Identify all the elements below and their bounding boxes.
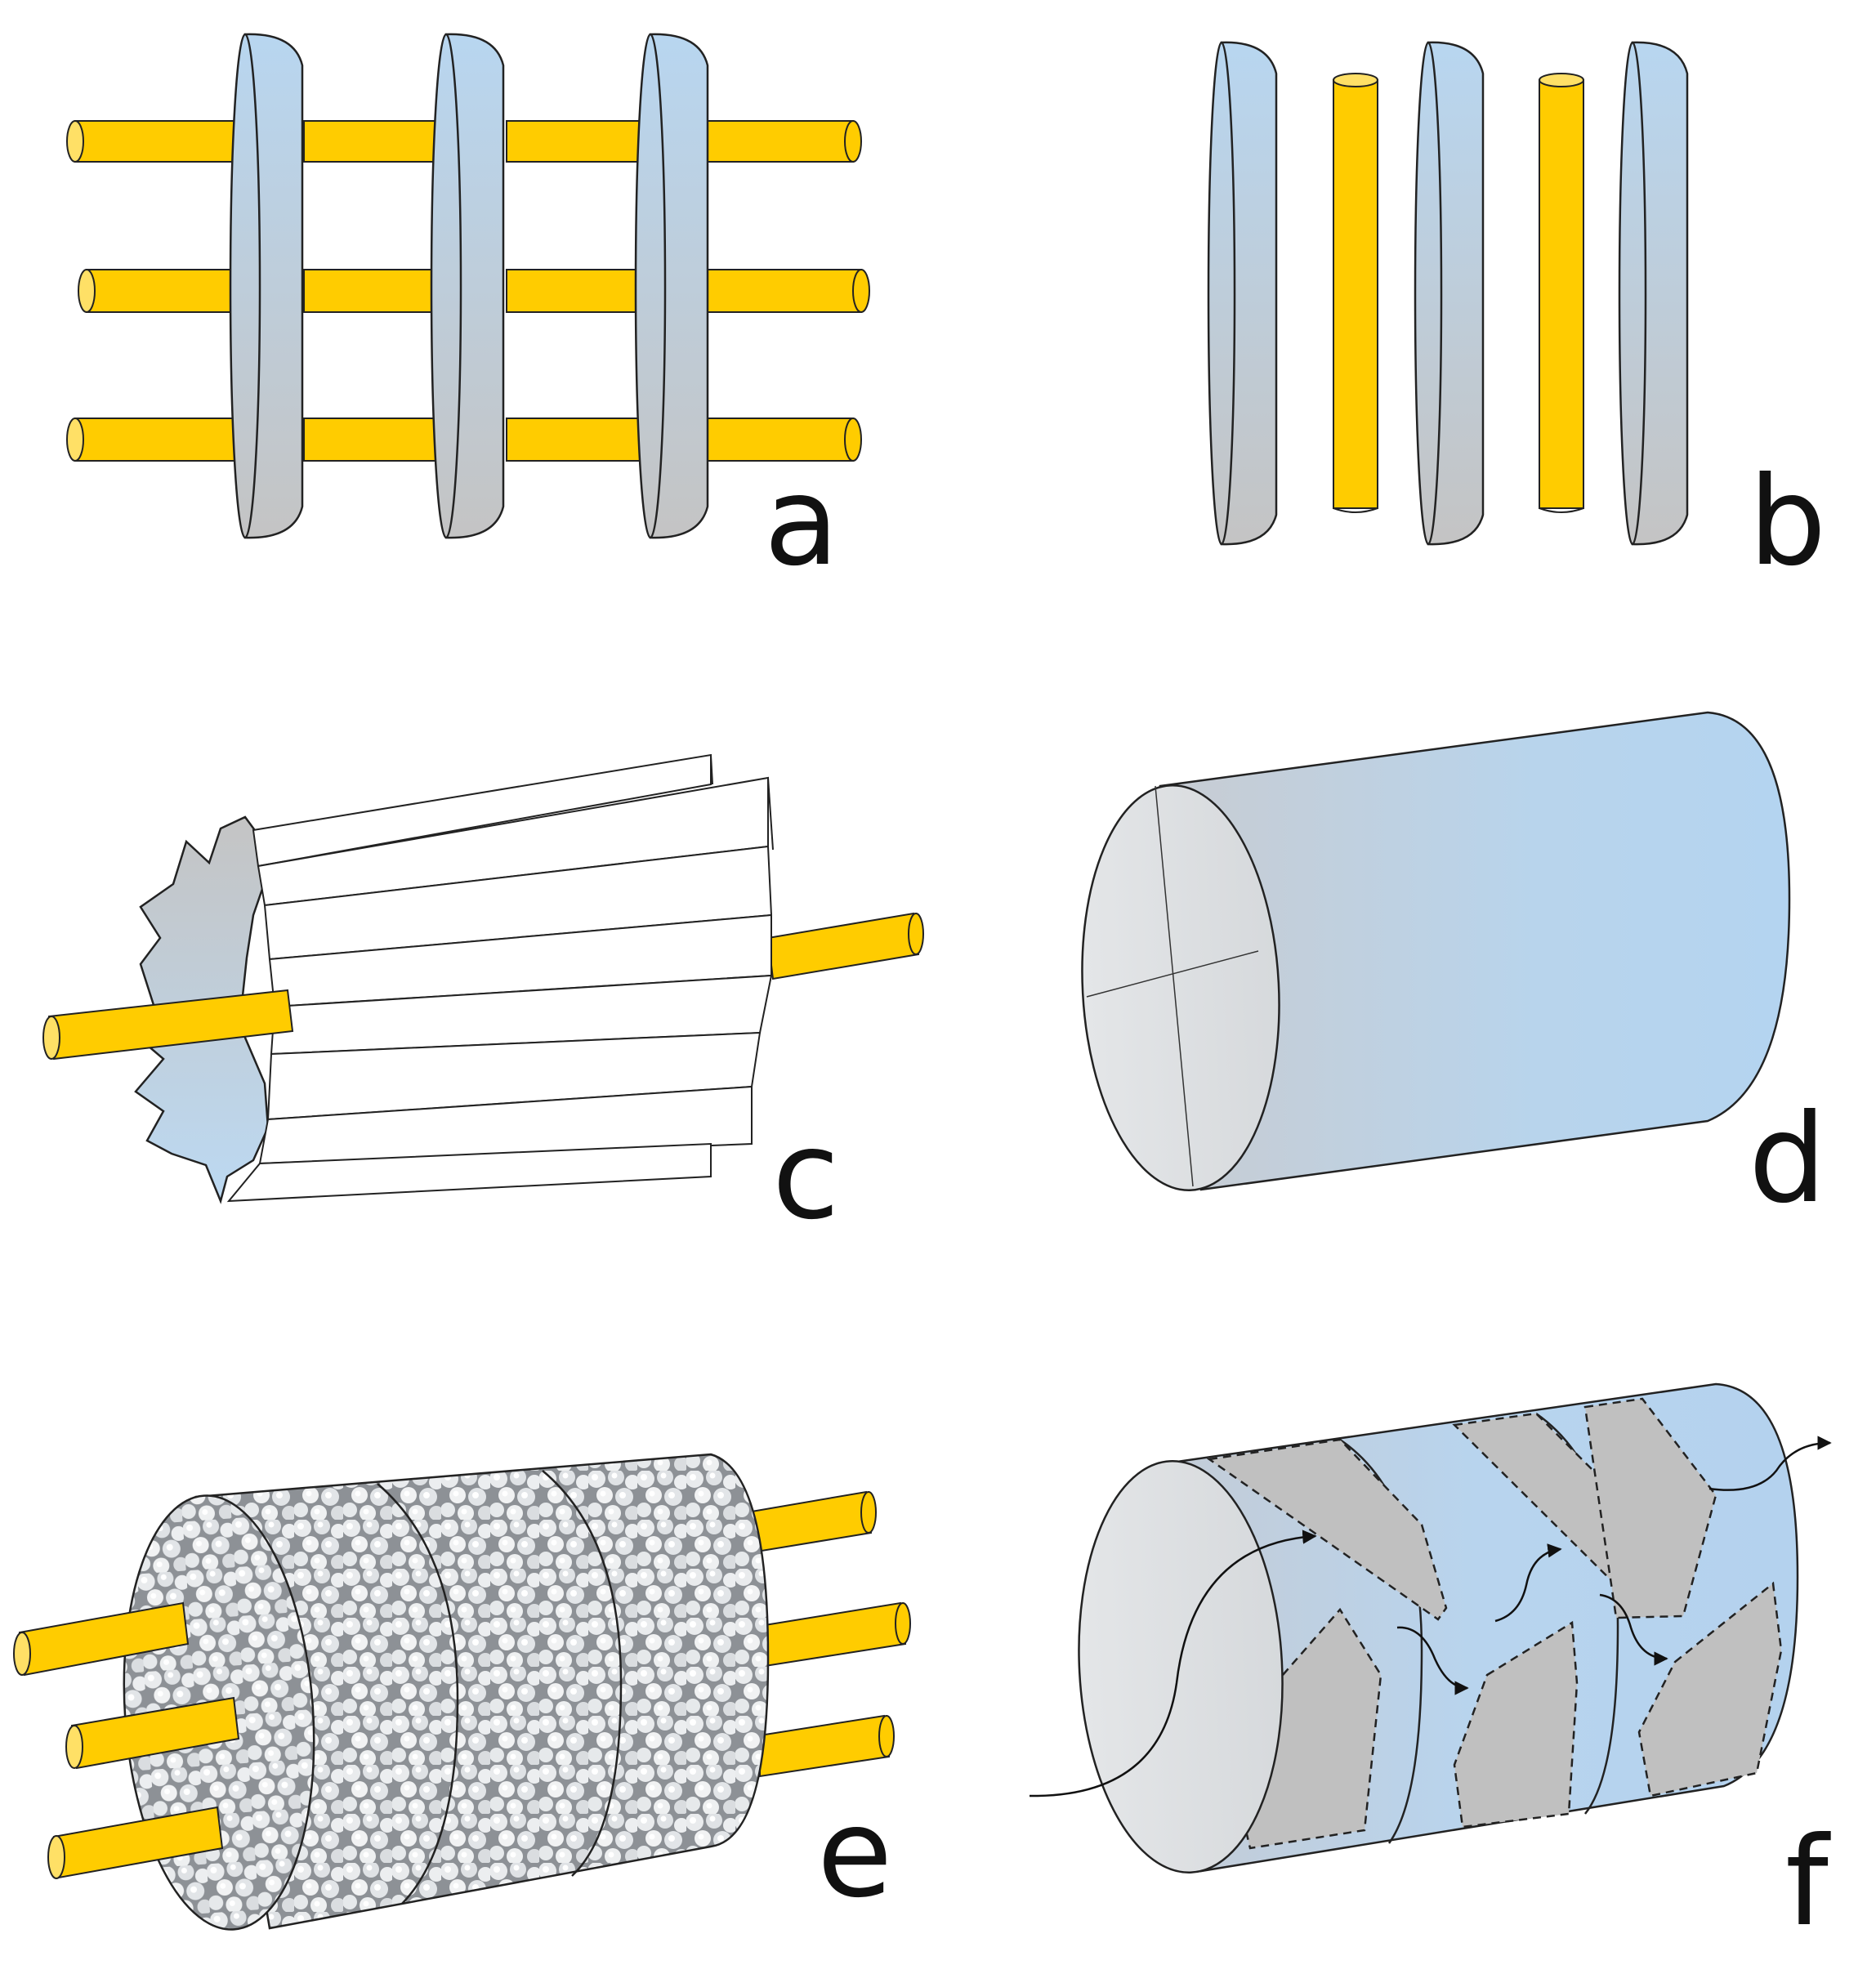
- panel-c-rod-right: [766, 912, 924, 980]
- panel-e-segment-line-2: [542, 1470, 623, 1877]
- panel-label-b: b: [1749, 451, 1826, 593]
- panel-f-flow-arrows: [1029, 1436, 1832, 1798]
- panel-c: c: [42, 753, 924, 1247]
- panel-d-divider-vertical: [1155, 785, 1194, 1187]
- panel-a-rods: [66, 120, 870, 462]
- panel-b: b: [1207, 41, 1826, 593]
- panel-e: e: [13, 1453, 911, 1931]
- panel-e-rods-left: [13, 1601, 240, 1879]
- panel-c-fins: [226, 753, 774, 1203]
- panel-b-rod-1: [1333, 73, 1378, 513]
- panel-f-segment-line-1: [1339, 1438, 1423, 1844]
- panel-a: a: [66, 33, 870, 593]
- panel-f: f: [1029, 1382, 1832, 1954]
- panel-e-packed-body: [194, 1453, 770, 1930]
- panel-b-disk-3: [1618, 41, 1689, 546]
- panel-a-disk-2: [430, 33, 505, 539]
- panel-a-disk-1: [229, 33, 304, 539]
- panel-b-disk-1: [1207, 41, 1278, 546]
- panel-d-divider-horizontal: [1086, 950, 1259, 998]
- panel-label-f: f: [1785, 1811, 1831, 1954]
- panel-label-d: d: [1749, 1088, 1826, 1230]
- panel-e-rods-right: [751, 1490, 911, 1778]
- panel-d-cylinder-body: [1159, 711, 1791, 1191]
- panel-d-cylinder-face: [1081, 784, 1280, 1191]
- panel-a-disks: [229, 33, 709, 539]
- panel-a-disk-3: [634, 33, 709, 539]
- panel-b-disk-2: [1414, 41, 1485, 546]
- panel-c-rod-left: [42, 989, 294, 1061]
- panel-d: d: [1081, 711, 1826, 1230]
- panel-label-e: e: [817, 1783, 892, 1925]
- panel-e-segment-line-1: [377, 1483, 459, 1905]
- panel-label-a: a: [764, 451, 839, 593]
- panel-f-baffles: [1206, 1397, 1783, 1850]
- panel-b-rod-2: [1539, 73, 1584, 513]
- panel-label-c: c: [772, 1105, 839, 1247]
